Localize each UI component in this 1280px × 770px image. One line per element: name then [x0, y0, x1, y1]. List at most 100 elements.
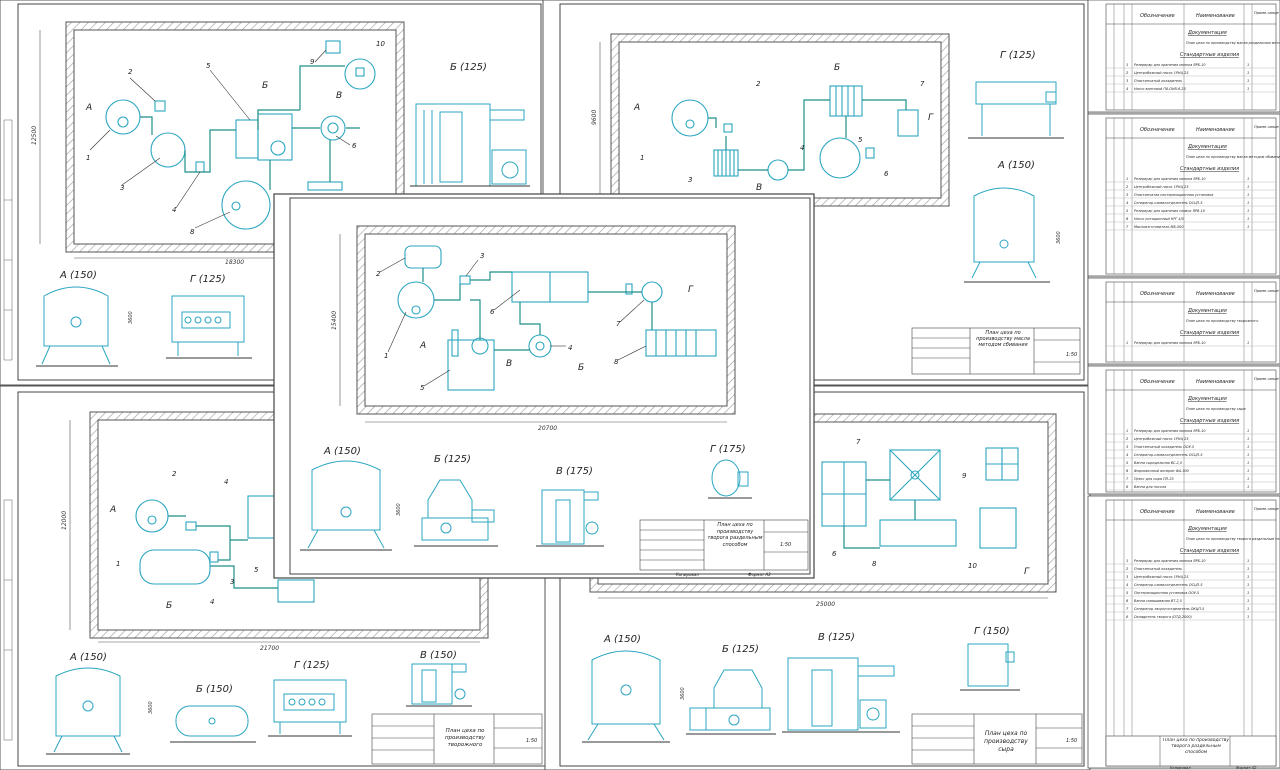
callout-4: 4	[800, 144, 804, 152]
spec-row-number: 2	[1126, 185, 1129, 189]
section-g: Г	[928, 113, 934, 123]
callout-5: 5	[254, 566, 259, 574]
callout-1: 1	[640, 154, 644, 162]
stamp-scale: 1:50	[1066, 738, 1077, 744]
callout-4: 4	[172, 206, 176, 214]
spec-row-qty: 1	[1247, 437, 1249, 441]
spec-copied: Копировал	[1170, 766, 1191, 770]
callout-9: 9	[310, 58, 315, 66]
section-b: Б	[578, 363, 584, 373]
spec-header-note: Приме-чание	[1254, 507, 1280, 511]
dim-tank: 3600	[148, 701, 154, 714]
spec-row-number: 5	[1126, 209, 1129, 213]
spec-row-qty: 1	[1247, 63, 1249, 67]
spec-row: Центробежный насос 1РНЦ 25	[1134, 437, 1189, 441]
section-b: Б	[834, 63, 840, 73]
spec-row-number: 8	[1126, 485, 1129, 489]
title-block	[371, 713, 543, 765]
spec-row-number: 2	[1126, 71, 1129, 75]
view-a-tank	[971, 187, 1037, 279]
pipeline	[140, 65, 360, 190]
bath-8	[879, 519, 957, 547]
spec-row: Ванна сыродельная ВС-2,5	[1134, 461, 1182, 465]
section-a: А	[419, 341, 426, 351]
spec-header-designation: Обозначение	[1140, 13, 1175, 19]
spec-doc: План цеха по производству творожного	[1186, 319, 1258, 323]
spec-section-docs: Документация	[1187, 144, 1227, 150]
stamp-title: План цеха по производству сыра	[984, 730, 1028, 753]
callout-4: 4	[568, 344, 572, 352]
spec-row-qty: 1	[1247, 567, 1249, 571]
view-g-drawing	[967, 643, 1015, 687]
callout-2: 2	[128, 68, 133, 76]
view-b-drawing	[421, 479, 495, 541]
spec-header-note: Приме-чание	[1254, 125, 1280, 129]
spec-row: Резервуар для хранения молока ЯРБ-10	[1134, 341, 1206, 345]
spec-row: Насос ротационный НРГ 4/5	[1134, 217, 1184, 221]
spec-row: Центробежный насос 1РНЦ 25	[1134, 575, 1189, 579]
view-g-drawing	[273, 679, 347, 734]
sheet-center: 15400 20700 1 2 3 4 5 6 7 8 А Б	[273, 193, 815, 579]
spec-row-number: 6	[1126, 599, 1129, 603]
view-g-drawing	[711, 459, 749, 497]
callout-3: 3	[120, 184, 124, 192]
callout-7: 7	[616, 320, 621, 328]
spec-row: Центробежный насос 1РНЦ 25	[1134, 71, 1189, 75]
spec-row-qty: 1	[1247, 177, 1249, 181]
pipeline	[168, 515, 278, 589]
box-9	[325, 40, 341, 54]
pipeline	[843, 479, 916, 549]
section-b: Б	[262, 81, 268, 91]
callout-3b: 3	[230, 578, 234, 586]
spec-header-name: Наименование	[1196, 379, 1235, 385]
spec-row: Резервуар для хранения молока ЯРБ-10	[1134, 429, 1206, 433]
spec-row-qty: 1	[1247, 599, 1249, 603]
churn-7	[897, 109, 919, 137]
spec-row-number: 5	[1126, 591, 1129, 595]
view-v-title: В (150)	[420, 650, 457, 661]
tank-5	[819, 137, 861, 179]
pipeline	[422, 268, 653, 351]
unit-10	[979, 507, 1017, 549]
callout-2: 2	[376, 270, 381, 278]
spec-row-number: 1	[1126, 559, 1128, 563]
dim-vertical: 12000	[61, 511, 68, 530]
spec-row: Сепаратор-сливкоотделитель ОСЦП-5	[1134, 583, 1203, 587]
callout-1: 1	[116, 560, 120, 568]
spec-row-qty: 1	[1247, 217, 1249, 221]
spec-row-number: 1	[1126, 341, 1128, 345]
spec-stamp-title: План цеха по производству творога раздел…	[1163, 738, 1229, 755]
callout-10: 10	[968, 562, 977, 570]
spec-row-number: 7	[1126, 607, 1129, 611]
spec-row-number: 6	[1126, 217, 1129, 221]
spec-row: Маслоизготовитель МБ-500	[1134, 225, 1183, 229]
spec-section-standard: Стандартные изделия	[1180, 166, 1239, 172]
spec-header-name: Наименование	[1196, 291, 1235, 297]
spec-row-number: 1	[1126, 429, 1128, 433]
view-a-title: А (150)	[59, 270, 97, 281]
section-v: В	[336, 91, 342, 101]
spec-section-docs: Документация	[1187, 396, 1227, 402]
spec-row: Резервуар для хранения молока ЯРБ-10	[1134, 559, 1206, 563]
stamp-title: План цеха по производству творога раздел…	[707, 522, 763, 548]
callout-3: 2	[172, 470, 177, 478]
spec-header-name: Наименование	[1196, 13, 1235, 19]
spec-row-qty: 1	[1247, 575, 1249, 579]
spec-header-designation: Обозначение	[1140, 291, 1175, 297]
callout-5: 5	[858, 136, 863, 144]
dim-tank: 3600	[128, 311, 134, 324]
spec-row: Резервуар для хранения молока ЯРБ-10	[1134, 63, 1206, 67]
view-g-title: Г (125)	[190, 274, 226, 285]
spec-row-number: 1	[1126, 63, 1128, 67]
view-v-title: В (175)	[556, 466, 593, 477]
dim-horizontal: 20700	[538, 425, 557, 432]
view-a-tank	[41, 286, 111, 365]
tank-10	[344, 58, 376, 90]
view-b-title: Б (125)	[434, 454, 471, 465]
spec-row-number: 4	[1126, 583, 1129, 587]
spec-header-designation: Обозначение	[1140, 379, 1175, 385]
section-g: Г	[1024, 567, 1030, 577]
tank-8	[221, 180, 271, 230]
dim-vertical: 12500	[31, 126, 38, 145]
